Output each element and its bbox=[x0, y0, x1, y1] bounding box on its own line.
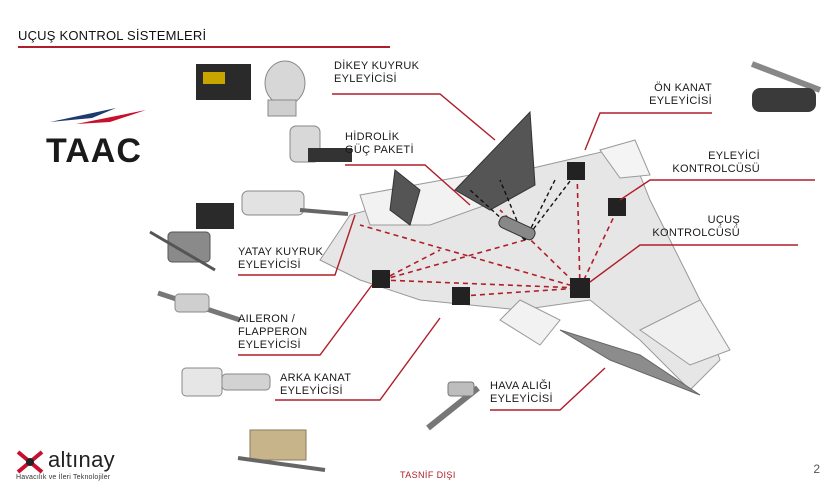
controller-box-icon bbox=[608, 198, 626, 216]
leading-edge-actuator-icon bbox=[750, 61, 822, 112]
classification-label: TASNİF DIŞI bbox=[400, 470, 456, 480]
title-underline bbox=[18, 46, 390, 48]
controller-box-icon bbox=[452, 287, 470, 305]
misc-actuator-assembly-icon bbox=[237, 429, 326, 472]
controller-box-icon bbox=[372, 270, 390, 288]
controller-boxes bbox=[372, 162, 626, 305]
page-number: 2 bbox=[813, 462, 820, 476]
horizontal-tail-actuator-icon bbox=[149, 190, 349, 272]
altinay-wordmark: altınay bbox=[48, 447, 115, 472]
trailing-edge-actuator-icon bbox=[181, 367, 271, 397]
taac-swoosh-icon bbox=[50, 108, 146, 124]
controller-box-icon bbox=[570, 278, 590, 298]
controller-box-icon bbox=[567, 162, 585, 180]
product-thumbnails bbox=[149, 60, 822, 472]
taac-logo: TAAC bbox=[46, 102, 166, 172]
vertical-tail-actuator-icon bbox=[196, 60, 306, 117]
page-title: UÇUŞ KONTROL SİSTEMLERİ bbox=[18, 28, 207, 43]
altinay-tagline: Havacılık ve İleri Teknolojiler bbox=[16, 474, 111, 481]
altinay-mark-icon bbox=[16, 450, 44, 474]
altinay-logo: altınay Havacılık ve İleri Teknolojiler bbox=[14, 446, 154, 486]
hydraulic-pack-icon bbox=[498, 215, 536, 241]
aileron-flaperon-actuator-icon bbox=[157, 290, 241, 323]
air-intake-actuator-icon bbox=[426, 381, 480, 431]
hydraulic-power-pack-icon bbox=[289, 125, 352, 163]
red-signal-links bbox=[359, 169, 619, 297]
taac-wordmark: TAAC bbox=[46, 132, 142, 170]
callout-lines bbox=[238, 93, 815, 411]
